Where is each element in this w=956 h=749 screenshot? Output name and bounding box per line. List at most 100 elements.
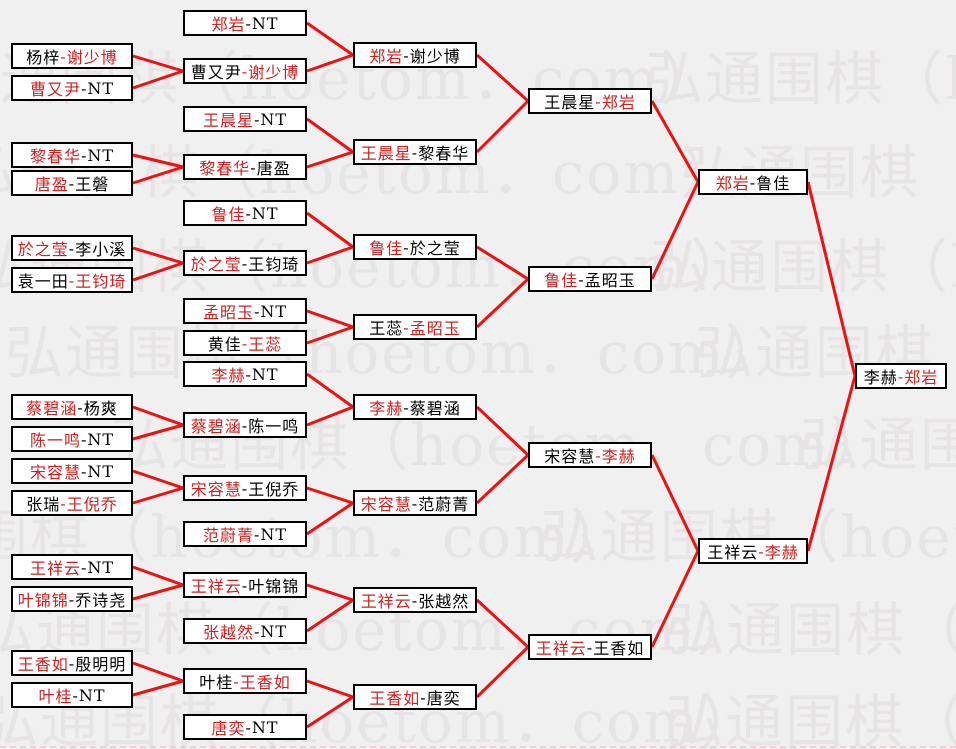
match-box-round-3-3: 鲁佳-於之莹: [353, 234, 477, 260]
player-name: 郑岩: [601, 93, 636, 112]
player-name: 王蕊: [248, 335, 283, 354]
player-name: 王香如: [239, 673, 291, 692]
player-name: 孟昭玉: [202, 303, 254, 322]
vs-dash: -: [245, 203, 252, 223]
match-box-round-2-10: 蔡碧涵-陈一鸣: [183, 412, 307, 438]
match-box-round-1-13: 王香如-殷明明: [11, 650, 133, 676]
match-box-round-1-1: 杨梓-谢少博: [11, 43, 133, 69]
player-name: 王磐: [75, 175, 110, 194]
player-name: NT: [78, 685, 106, 705]
player-name: 蔡碧涵: [26, 399, 78, 418]
player-name: 黎春华: [199, 159, 251, 178]
match-box-round-3-6: 宋容慧-范蔚菁: [353, 490, 477, 516]
player-name: 宋容慧: [190, 480, 242, 499]
player-name: NT: [260, 524, 288, 544]
player-name: 叶锦锦: [248, 577, 300, 596]
match-box-round-3-4: 王蕊-孟昭玉: [353, 314, 477, 340]
player-name: NT: [251, 203, 279, 223]
match-box-semifinal-2: 王祥云-李赫: [698, 538, 808, 564]
vs-dash: -: [68, 173, 76, 193]
player-name: 王晨星: [202, 111, 254, 130]
player-name: 杨爽: [83, 399, 118, 418]
player-name: 李赫: [863, 368, 898, 387]
player-name: 谢少博: [409, 47, 461, 66]
player-name: 范蔚菁: [202, 526, 254, 545]
vs-dash: -: [68, 589, 76, 609]
match-box-round-1-9: 宋容慧-NT: [11, 458, 133, 484]
player-name: NT: [87, 461, 115, 481]
player-name: NT: [87, 557, 115, 577]
vs-dash: -: [60, 46, 67, 66]
match-box-quarterfinal-2: 鲁佳-孟昭玉: [528, 266, 652, 292]
match-box-round-2-11: 宋容慧-王倪乔: [183, 475, 307, 501]
vs-dash: -: [403, 397, 410, 417]
match-box-quarterfinal-3: 宋容慧-李赫: [528, 442, 652, 468]
match-box-round-3-8: 王香如-唐奕: [353, 684, 477, 710]
bottom-divider: [0, 746, 956, 748]
player-name: 叶桂: [199, 673, 234, 692]
match-box-round-1-2: 曹又尹-NT: [11, 75, 133, 101]
vs-dash: -: [411, 142, 419, 162]
vs-dash: -: [578, 269, 585, 289]
player-name: NT: [251, 717, 279, 737]
vs-dash: -: [411, 493, 419, 513]
match-box-quarterfinal-4: 王祥云-王香如: [528, 634, 652, 660]
player-name: 於之莹: [409, 239, 461, 258]
match-box-final-1: 李赫-郑岩: [855, 363, 947, 389]
player-name: 王祥云: [535, 639, 587, 658]
player-name: 王香如: [17, 655, 69, 674]
match-box-round-3-1: 郑岩-谢少博: [353, 42, 477, 68]
watermark-text: 弘通围棋（hoetom．com）: [680, 139, 956, 207]
vs-dash: -: [897, 366, 905, 386]
match-box-round-2-12: 范蔚菁-NT: [183, 521, 307, 547]
vs-dash: -: [403, 237, 410, 257]
match-box-round-2-8: 黄佳-王蕊: [183, 330, 307, 356]
watermark-text: 弘通围棋（hoetom．com）: [110, 411, 891, 479]
vs-dash: -: [595, 91, 602, 111]
player-name: NT: [260, 109, 288, 129]
player-name: 宋容慧: [29, 463, 81, 482]
vs-dash: -: [72, 685, 79, 705]
vs-dash: -: [250, 157, 257, 177]
match-box-round-2-5: 鲁佳-NT: [183, 200, 307, 226]
match-box-round-1-12: 叶锦锦-乔诗尧: [11, 586, 133, 612]
match-box-round-1-10: 张瑞-王倪乔: [11, 490, 133, 516]
vs-dash: -: [253, 524, 261, 544]
vs-dash: -: [241, 575, 249, 595]
vs-dash: -: [60, 493, 67, 513]
player-name: 王晨星: [360, 144, 412, 163]
player-name: 王晨星: [544, 93, 596, 112]
vs-dash: -: [245, 364, 252, 384]
player-name: 王祥云: [190, 577, 242, 596]
match-box-round-2-4: 黎春华-唐盈: [183, 154, 307, 180]
player-name: 李小溪: [75, 240, 127, 259]
player-name: 张瑞: [26, 495, 61, 514]
player-name: 叶桂: [38, 687, 73, 706]
vs-dash: -: [80, 429, 88, 449]
player-name: 黄佳: [207, 335, 242, 354]
vs-dash: -: [233, 671, 240, 691]
player-name: 郑岩: [369, 47, 404, 66]
vs-dash: -: [595, 445, 602, 465]
match-box-round-2-6: 於之莹-王钧琦: [183, 250, 307, 276]
player-name: NT: [87, 145, 115, 165]
vs-dash: -: [80, 145, 88, 165]
player-name: 陈一鸣: [248, 417, 300, 436]
match-box-round-2-7: 孟昭玉-NT: [183, 298, 307, 324]
vs-dash: -: [80, 78, 88, 98]
player-name: NT: [87, 429, 115, 449]
watermark-text: 弘通围棋（hoetom．com）: [645, 45, 956, 113]
player-name: 王钧琦: [248, 255, 300, 274]
player-name: 王蕊: [369, 319, 404, 338]
player-name: 范蔚菁: [418, 495, 470, 514]
match-box-round-1-7: 蔡碧涵-杨爽: [11, 394, 133, 420]
player-name: 张越然: [202, 623, 254, 642]
vs-dash: -: [586, 637, 594, 657]
watermark-text: 弘通围棋（hoetom．com）: [665, 688, 956, 749]
vs-dash: -: [253, 109, 261, 129]
vs-dash: -: [403, 317, 410, 337]
match-box-round-3-5: 李赫-蔡碧涵: [353, 394, 477, 420]
player-name: 鲁佳: [211, 205, 246, 224]
match-box-round-2-3: 王晨星-NT: [183, 106, 307, 132]
match-box-round-1-6: 袁一田-王钧琦: [11, 267, 133, 293]
